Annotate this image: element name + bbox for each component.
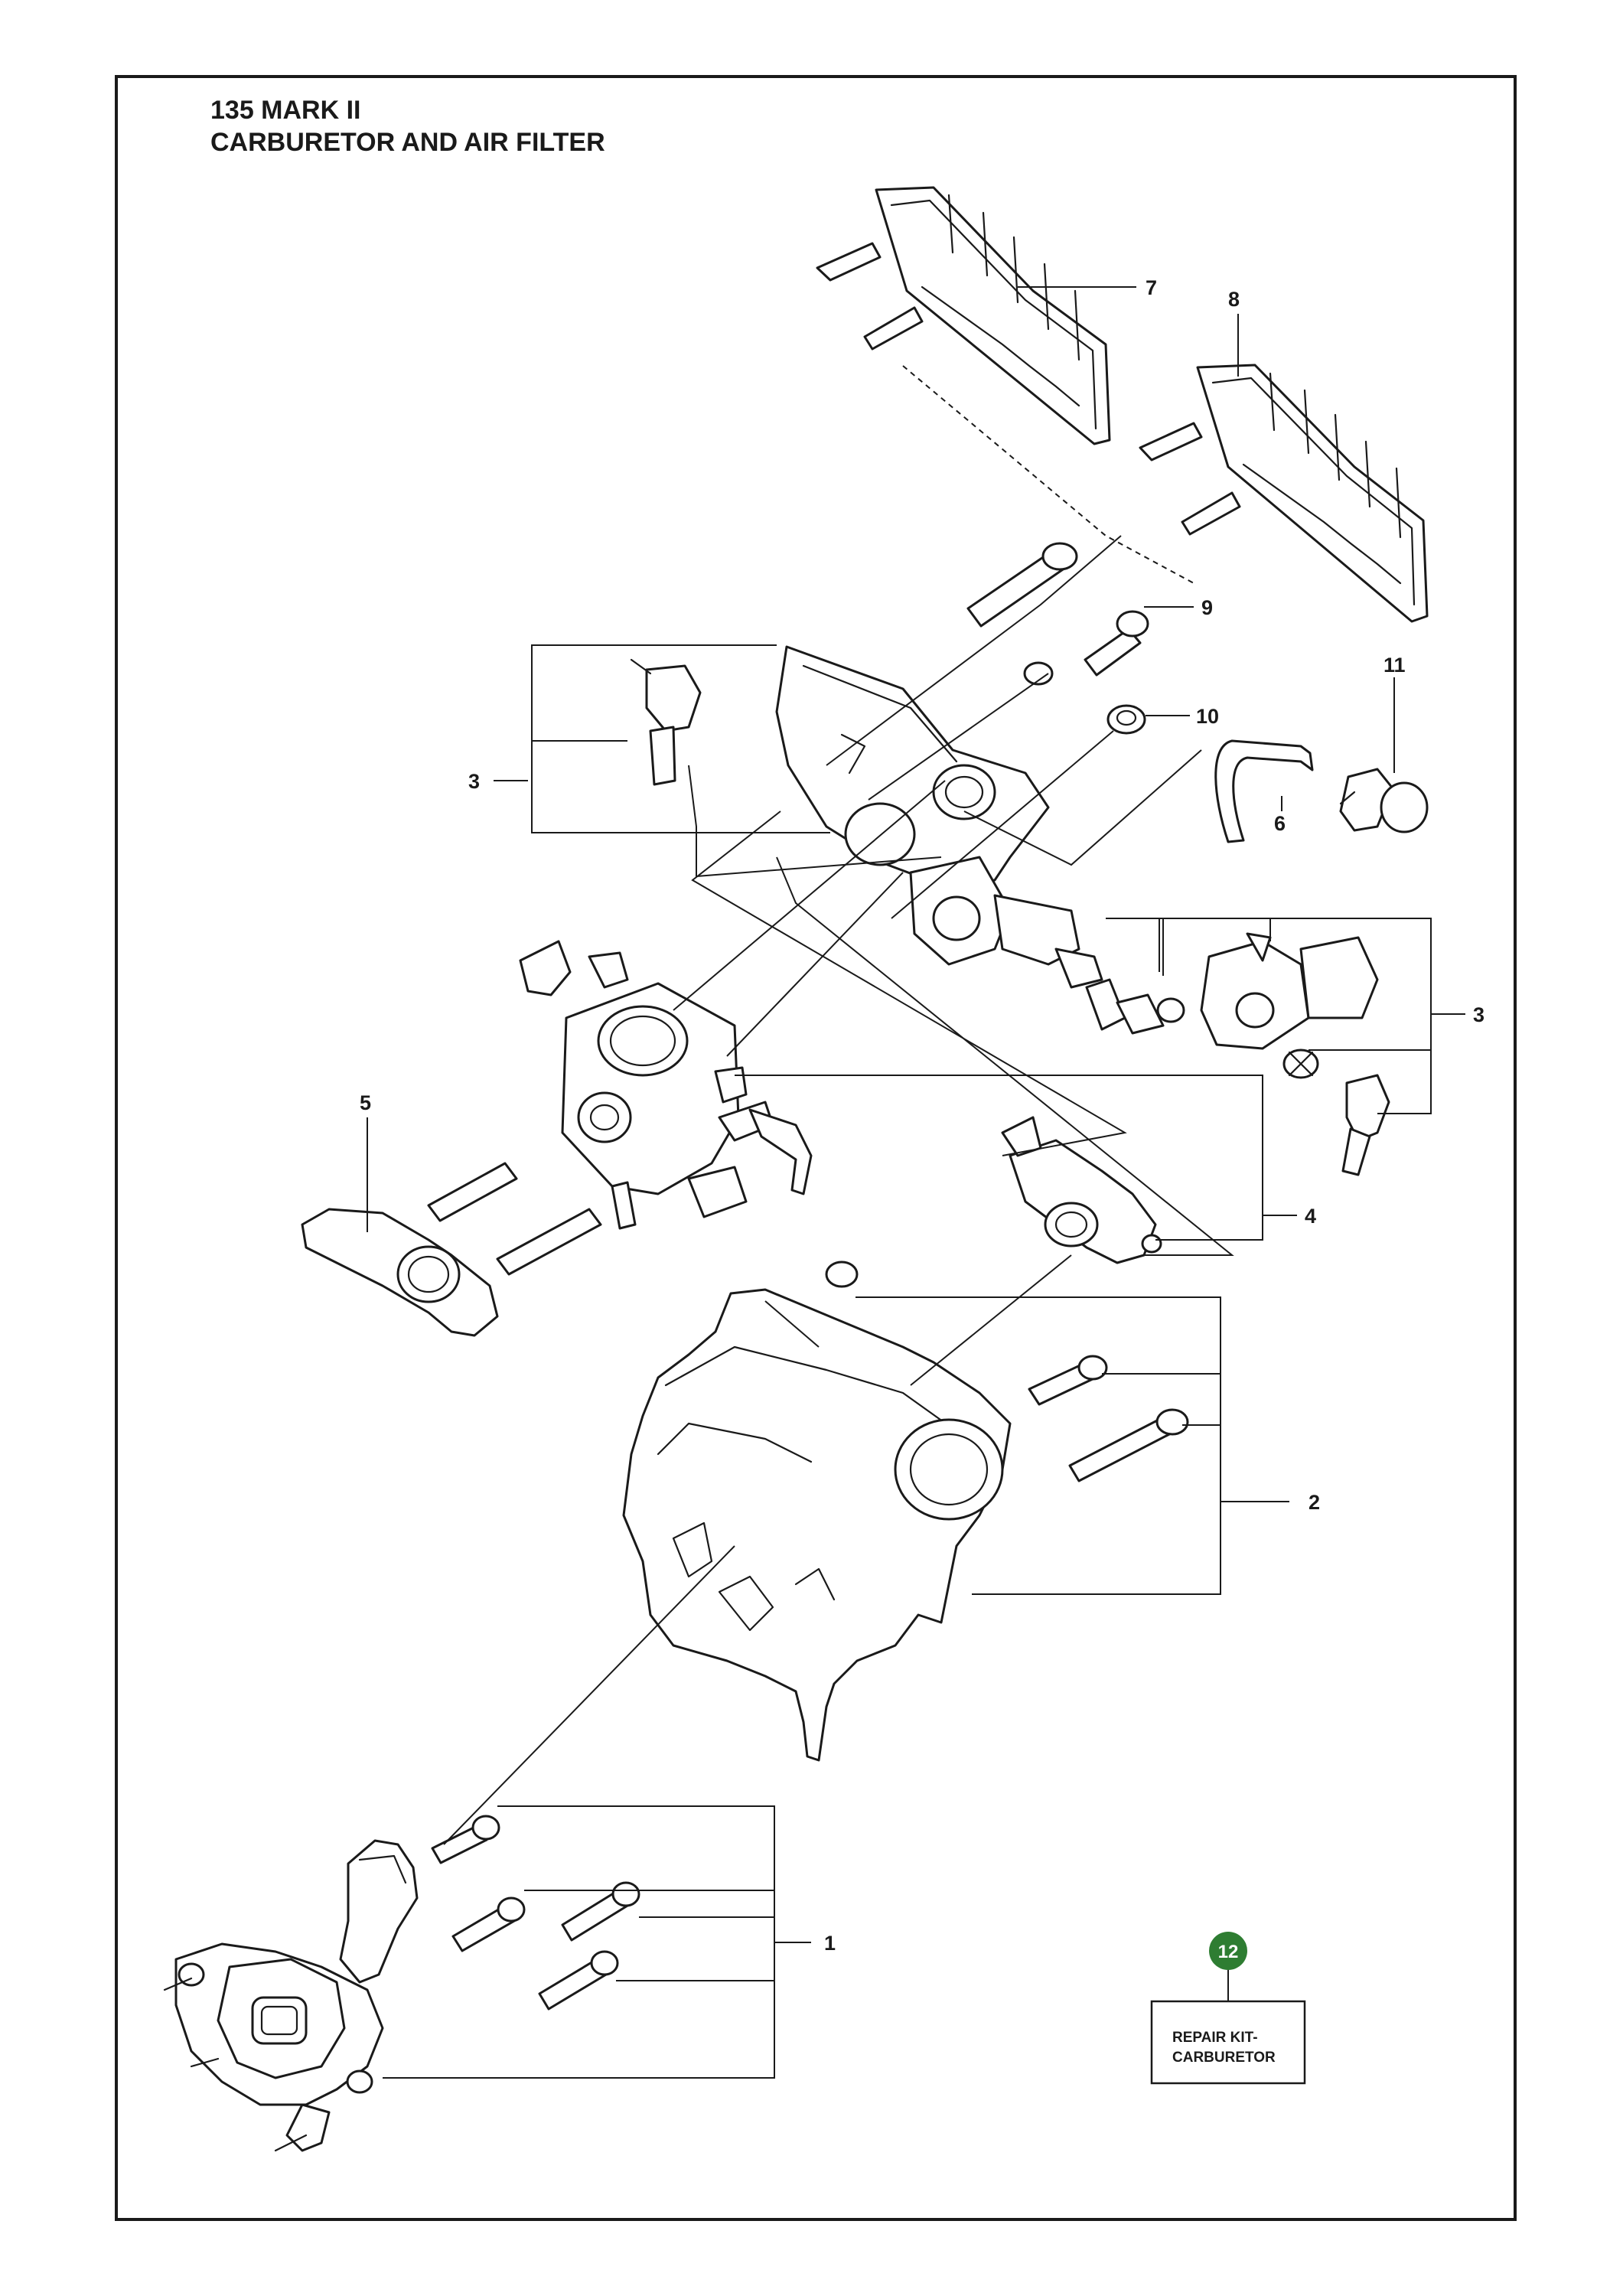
part-3-lever-left	[630, 658, 702, 786]
callout-1: 1	[824, 1932, 836, 1955]
assembly-line-a	[826, 535, 1122, 766]
part-11-primer-bulb	[1339, 768, 1429, 833]
callout-3-right-bracket	[1106, 918, 1432, 1114]
part-10-grommet	[1106, 704, 1146, 735]
assembly-line-e	[673, 780, 946, 1011]
filter-relation-dash	[902, 365, 1194, 584]
assembly-line-d	[963, 749, 1202, 866]
callout-7: 7	[1146, 276, 1157, 299]
repair-kit-badge	[1209, 1932, 1247, 1970]
callout-11: 11	[1383, 654, 1406, 677]
callout-8: 8	[1228, 288, 1240, 311]
part-4-intake-adapter	[1001, 1116, 1162, 1264]
part-screw-long	[966, 542, 1078, 628]
diagram-title-section: CARBURETOR AND AIR FILTER	[210, 128, 605, 157]
assembly-line-j	[910, 1254, 1072, 1386]
callout-4: 4	[1305, 1205, 1316, 1228]
part-7-air-filter	[816, 186, 1111, 445]
part-1-intake-manifold	[163, 1815, 640, 2152]
callout-2: 2	[1309, 1491, 1320, 1514]
page-border	[115, 75, 1517, 2221]
repair-kit-badge-number: 12	[1218, 1942, 1239, 1962]
callout-10: 10	[1196, 705, 1219, 728]
repair-kit-box	[1150, 2000, 1306, 2085]
assembly-line-i	[776, 856, 1234, 1256]
assembly-line-b	[868, 673, 1049, 801]
assembly-line-g	[688, 765, 942, 878]
callout-6: 6	[1274, 812, 1286, 835]
callout-2-bracket	[855, 1296, 1221, 1595]
part-grommet	[1023, 661, 1054, 686]
diagram-title-model: 135 MARK II	[210, 96, 361, 125]
assembly-line-k	[443, 1545, 735, 1845]
assembly-line-h	[691, 810, 1127, 1156]
callout-3-right: 3	[1473, 1003, 1484, 1026]
part-2-carburetor-housing	[622, 1261, 1189, 1762]
part-linkage-pieces	[1085, 978, 1319, 1079]
repair-kit-callout: 12 REPAIR KIT- CARBURETOR	[1150, 1932, 1306, 2085]
part-intake-housing	[775, 645, 1103, 989]
repair-kit-label-line2: CARBURETOR	[1172, 2050, 1276, 2066]
part-8-air-filter	[1139, 364, 1429, 623]
part-9-screw	[1084, 610, 1149, 677]
part-3-choke-lever	[1200, 932, 1379, 1050]
part-5-insulator	[301, 1162, 602, 1337]
part-6-fuel-hose	[1214, 739, 1314, 843]
callout-3-left: 3	[468, 770, 480, 793]
callout-3-left-bracket	[531, 644, 830, 833]
part-3-throttle-trigger	[1341, 1074, 1390, 1176]
assembly-line-l	[764, 1300, 820, 1348]
repair-kit-label-line1: REPAIR KIT-	[1172, 2030, 1258, 2046]
part-carburetor	[519, 940, 813, 1230]
callout-5: 5	[360, 1091, 371, 1114]
callout-4-bracket	[735, 1075, 1263, 1241]
assembly-line-c	[891, 730, 1114, 919]
callout-9: 9	[1201, 596, 1213, 619]
assembly-line-f	[726, 872, 904, 1057]
